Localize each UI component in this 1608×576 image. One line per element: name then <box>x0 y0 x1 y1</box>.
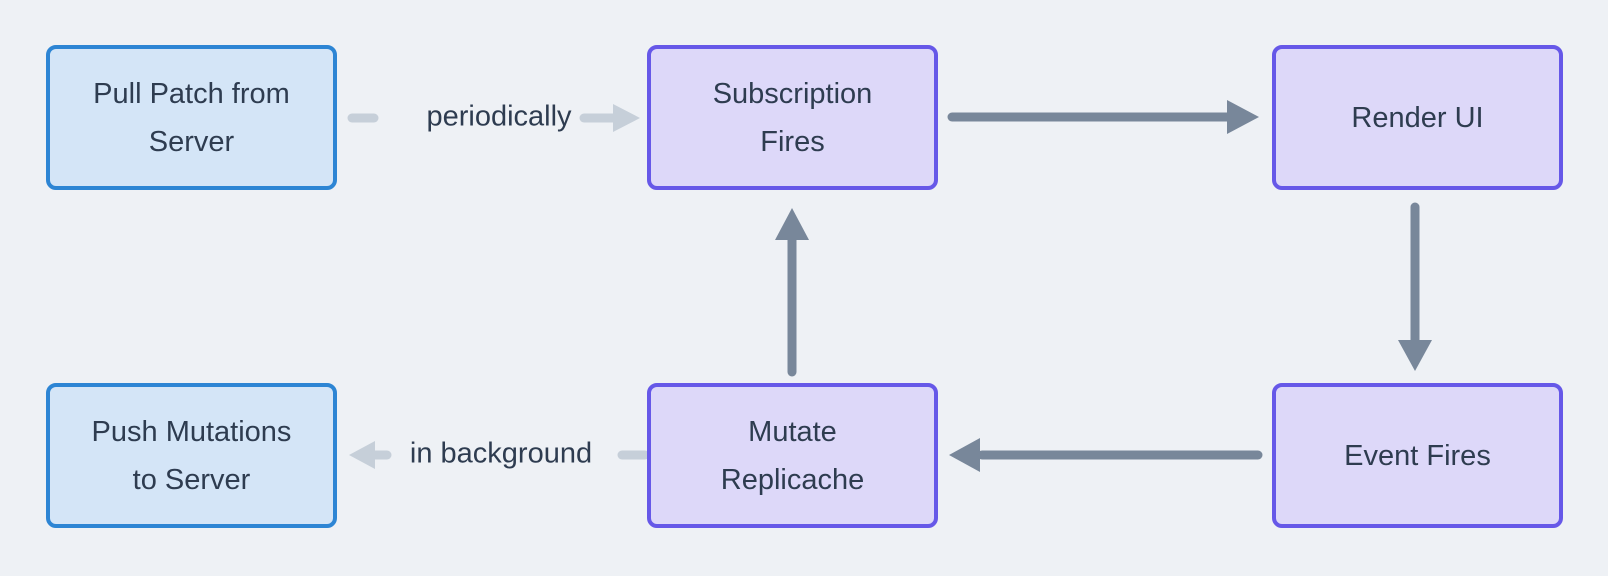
node-subscription-fires: Subscription Fires <box>647 45 938 190</box>
arrow-right-icon <box>1227 100 1259 134</box>
node-mutate-replicache: Mutate Replicache <box>647 383 938 528</box>
edge-pull-patch-to-subscription <box>347 104 640 132</box>
arrow-up-icon <box>775 208 809 240</box>
node-label-line: Pull Patch from <box>93 77 290 110</box>
arrow-left-icon <box>949 438 980 472</box>
node-label-line: Subscription <box>712 77 873 110</box>
node-render-ui: Render UI <box>1272 45 1563 190</box>
node-pull-patch-from-server: Pull Patch from Server <box>46 45 337 190</box>
node-label-line: Server <box>148 125 235 158</box>
arrow-left-icon <box>349 441 375 469</box>
arrow-down-icon <box>1398 340 1432 371</box>
node-label-line: to Server <box>132 463 251 496</box>
node-label-line: Fires <box>760 125 825 158</box>
edge-subscription-to-render-ui <box>947 100 1259 134</box>
node-push-mutations-to-server: Push Mutations to Server <box>46 383 337 528</box>
edge-mutate-to-push-mutations <box>349 441 650 469</box>
edge-render-ui-to-event-fires <box>1398 202 1432 371</box>
arrow-right-icon <box>613 104 640 132</box>
node-label-line: Mutate <box>748 415 837 448</box>
edge-event-fires-to-mutate <box>949 438 1263 472</box>
edge-mutate-to-subscription <box>775 208 809 377</box>
node-label-line: Event Fires <box>1344 439 1491 472</box>
node-event-fires: Event Fires <box>1272 383 1563 528</box>
node-label-line: Render UI <box>1351 101 1484 134</box>
node-label-line: Push Mutations <box>91 415 292 448</box>
edge-label-in-background: in background <box>409 437 593 470</box>
edge-label-periodically: periodically <box>426 100 572 133</box>
node-label-line: Replicache <box>720 463 865 496</box>
